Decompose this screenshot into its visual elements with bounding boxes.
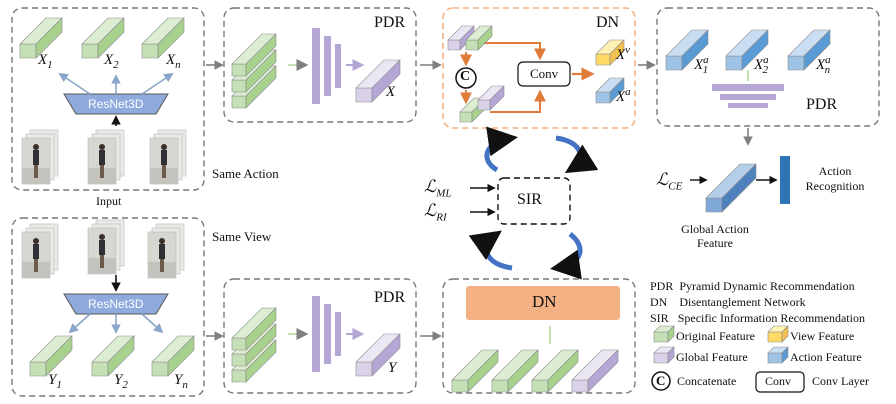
input-label: Input bbox=[96, 194, 122, 208]
feature-x2a-box bbox=[725, 29, 769, 71]
legend-global-swatch bbox=[653, 346, 675, 364]
legend-concat-text: Concatenate bbox=[677, 374, 737, 388]
legend-concat-circle bbox=[651, 371, 671, 391]
pdr-top-pyramid bbox=[312, 28, 341, 104]
legend-conv-box bbox=[755, 371, 805, 393]
feature-yn-box bbox=[151, 335, 195, 377]
action-recognition-bar bbox=[780, 156, 790, 204]
panel-dn-bottom bbox=[442, 278, 636, 394]
same-view-label: Same View bbox=[212, 229, 272, 244]
loss-ri: ℒRI bbox=[424, 201, 447, 224]
label-x2a: Xa2 bbox=[754, 54, 769, 76]
label-x1a: Xa1 bbox=[694, 54, 709, 76]
dn-bottom-feat-1 bbox=[451, 349, 499, 393]
legend-conv-box-label: Conv bbox=[765, 374, 792, 388]
feature-x1-box bbox=[19, 17, 63, 59]
dn-top-action-out bbox=[595, 77, 625, 104]
dn-bottom-block bbox=[466, 286, 620, 320]
same-action-label: Same Action bbox=[212, 166, 279, 181]
pdr-top-stack-3 bbox=[231, 33, 277, 77]
concat-label: C bbox=[460, 69, 471, 84]
label-y2: Y2 bbox=[114, 372, 128, 391]
label-x1: X1 bbox=[38, 52, 53, 71]
dn-top-global-in bbox=[447, 25, 475, 51]
dn-bottom-feat-2 bbox=[491, 349, 539, 393]
dn-top-global-in-2 bbox=[477, 85, 505, 111]
conv-label: Conv bbox=[530, 66, 559, 81]
feature-xna-box bbox=[787, 29, 831, 71]
dn-bottom-feat-4 bbox=[571, 349, 619, 393]
legend-pdr: PDR Pyramid Dynamic Recommendation bbox=[650, 279, 855, 293]
input-frames-action-3 bbox=[149, 129, 187, 185]
input-frames-view-2 bbox=[87, 219, 125, 275]
action-recognition-label: Action Recognition bbox=[805, 164, 865, 193]
loss-ml: ℒML bbox=[424, 177, 452, 200]
pdr-bottom-pyramid bbox=[312, 296, 341, 372]
label-yn: Yn bbox=[174, 372, 188, 391]
pdr-bottom-stack-3 bbox=[231, 307, 277, 351]
legend-global-feature: Global Feature bbox=[676, 350, 748, 364]
resnet3d-bottom-label: ResNet3D bbox=[88, 297, 144, 311]
legend-sir: SIR Specific Information Recommendation bbox=[650, 311, 865, 325]
pdr-top-output: X bbox=[386, 84, 396, 100]
label-xn: Xn bbox=[166, 52, 181, 71]
dn-bottom-feat-3 bbox=[531, 349, 579, 393]
dn-bottom-title: DN bbox=[532, 292, 557, 311]
global-action-feature-box bbox=[705, 163, 757, 213]
loss-ce: ℒCE bbox=[656, 170, 683, 193]
input-frames-view-3 bbox=[147, 223, 185, 279]
resnet3d-bottom bbox=[63, 293, 169, 315]
panel-dn-top bbox=[442, 7, 636, 129]
legend-original-feature: Original Feature bbox=[676, 329, 755, 343]
input-frames-action-1 bbox=[21, 129, 59, 185]
legend-dn: DN Disentanglement Network bbox=[650, 295, 806, 309]
label-xna: Xan bbox=[816, 54, 831, 76]
resnet3d-top bbox=[63, 93, 169, 115]
pdr-top-title: PDR bbox=[374, 14, 406, 31]
pdr-bottom-output: Y bbox=[388, 360, 397, 376]
dn-top-green-in bbox=[465, 25, 493, 51]
pdr-right-pyramid bbox=[712, 84, 784, 108]
dn-top-view-out bbox=[595, 39, 625, 66]
panel-pdr-right bbox=[656, 7, 880, 127]
panel-pdr-top bbox=[223, 7, 417, 123]
pdr-bottom-output-box bbox=[355, 333, 401, 377]
conv-box bbox=[517, 61, 571, 87]
legend-view-swatch bbox=[767, 325, 789, 343]
input-frames-action-2 bbox=[87, 129, 125, 185]
cycle-arrow-bottom-right bbox=[550, 232, 583, 280]
pdr-bottom-title: PDR bbox=[374, 289, 406, 306]
dn-top-title: DN bbox=[596, 14, 620, 31]
legend-original-swatch bbox=[653, 325, 675, 343]
feature-x2-box bbox=[81, 17, 125, 59]
legend-view-feature: View Feature bbox=[790, 329, 855, 343]
legend-concat-symbol: C bbox=[656, 373, 666, 388]
label-xv: Xv bbox=[616, 44, 631, 63]
label-xa: Xa bbox=[616, 86, 631, 105]
legend-conv-text: Conv Layer bbox=[812, 374, 869, 388]
feature-y1-box bbox=[29, 335, 73, 377]
feature-y2-box bbox=[91, 335, 135, 377]
panel-bottom-left bbox=[11, 217, 205, 397]
feature-xn-box bbox=[141, 17, 185, 59]
pdr-top-output-box bbox=[355, 59, 401, 103]
legend-action-swatch bbox=[767, 346, 789, 364]
concat-circle bbox=[455, 67, 477, 89]
cycle-arrow-top-right bbox=[555, 135, 599, 174]
label-x2: X2 bbox=[104, 52, 119, 71]
resnet3d-top-label: ResNet3D bbox=[88, 97, 144, 111]
feature-x1a-box bbox=[665, 29, 709, 71]
panel-top-left bbox=[11, 7, 205, 191]
legend-action-feature: Action Feature bbox=[790, 350, 862, 364]
cycle-arrow-top-left bbox=[484, 126, 518, 173]
pdr-right-title: PDR bbox=[806, 96, 838, 113]
cycle-arrow-bottom-left bbox=[468, 230, 513, 271]
sir-box bbox=[497, 177, 571, 225]
input-frames-view-1 bbox=[21, 223, 59, 279]
sir-label: SIR bbox=[517, 191, 542, 208]
global-action-feature-label: Global Action Feature bbox=[681, 222, 749, 250]
panel-pdr-bottom bbox=[223, 278, 417, 394]
label-y1: Y1 bbox=[48, 372, 62, 391]
